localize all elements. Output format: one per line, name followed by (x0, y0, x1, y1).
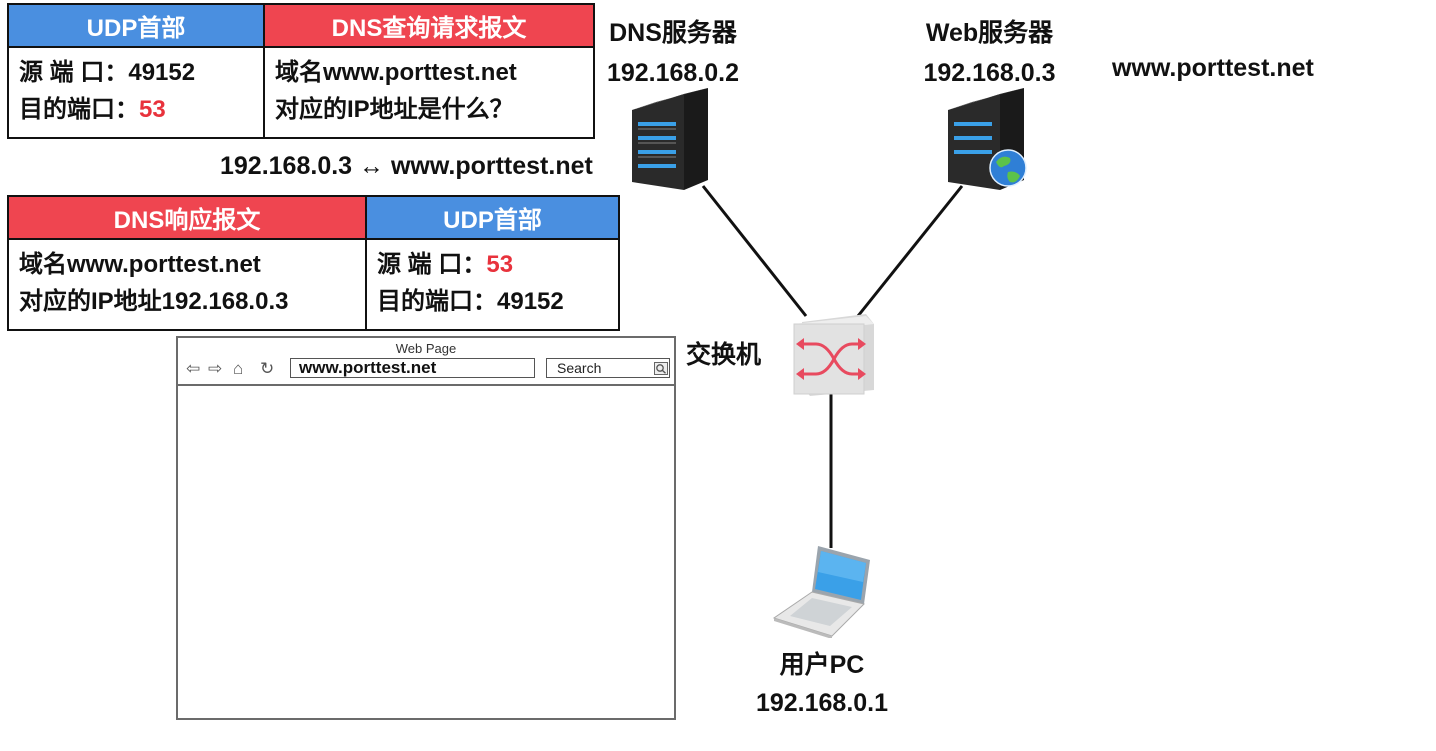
web-server-domain: www.porttest.net (1112, 54, 1314, 82)
pc-ip: 192.168.0.1 (755, 689, 889, 717)
browser-content (178, 384, 674, 718)
pc-name: 用户PC (779, 651, 865, 679)
dns-response-title: DNS响应报文 (9, 197, 365, 238)
switch-icon (793, 314, 874, 396)
switch-name: 交换机 (686, 341, 762, 369)
dst-port-label: 目的端口： (19, 96, 139, 123)
address-bar[interactable]: www.porttest.net (290, 358, 535, 378)
globe-icon (989, 149, 1027, 187)
web-server-ip: 192.168.0.3 (923, 59, 1056, 87)
query-line-2: 对应的IP地址是什么？ (275, 96, 514, 123)
laptop-icon (772, 546, 870, 638)
src-port-value: 53 (486, 251, 514, 278)
web-server-icon (948, 88, 1027, 190)
dst-port-value: 53 (139, 96, 166, 123)
udp-header-title: UDP首部 (367, 197, 618, 238)
mapping-text: 192.168.0.3 ↔ www.porttest.net (220, 152, 593, 180)
back-icon[interactable]: ⇦ (186, 359, 201, 378)
src-port-label: 源 端 口： (19, 59, 129, 86)
src-port-label: 源 端 口： (377, 251, 487, 278)
udp-ports-cell: 源 端 口：53 目的端口：49152 (367, 240, 618, 329)
udp-header-title: UDP首部 (9, 5, 263, 46)
link-web-switch (856, 185, 964, 317)
udp-ports-cell: 源 端 口：49152 目的端口：53 (9, 48, 263, 137)
browser-window: Web Page ⇦ ⇨ ⌂ ↻ www.porttest.net Search (176, 336, 676, 720)
dns-query-body: 域名www.porttest.net 对应的IP地址是什么？ (265, 48, 593, 137)
dns-server-ip: 192.168.0.2 (606, 59, 740, 87)
src-port-value: 49152 (128, 59, 196, 86)
response-line-2: 对应的IP地址192.168.0.3 (19, 288, 289, 315)
web-server-name: Web服务器 (925, 19, 1054, 47)
forward-icon[interactable]: ⇨ (208, 359, 223, 378)
dns-server-name: DNS服务器 (609, 19, 737, 47)
search-icon[interactable] (654, 362, 668, 375)
dst-port-label: 目的端口： (377, 288, 497, 315)
dns-query-packet: UDP首部 DNS查询请求报文 源 端 口：49152 目的端口：53 域名ww… (7, 3, 595, 139)
dns-response-body: 域名www.porttest.net 对应的IP地址192.168.0.3 (9, 240, 365, 329)
refresh-icon[interactable]: ↻ (260, 359, 275, 378)
query-line-1: 域名www.porttest.net (275, 59, 517, 86)
dns-query-title: DNS查询请求报文 (265, 5, 593, 46)
dst-port-value: 49152 (497, 288, 564, 315)
dns-server-icon (632, 88, 708, 190)
home-icon[interactable]: ⌂ (233, 359, 244, 378)
response-line-1: 域名www.porttest.net (19, 251, 261, 278)
browser-title: Web Page (395, 341, 457, 356)
dns-response-packet: DNS响应报文 UDP首部 域名www.porttest.net 对应的IP地址… (7, 195, 620, 331)
search-input[interactable]: Search (546, 358, 670, 378)
link-dns-switch (701, 185, 808, 317)
